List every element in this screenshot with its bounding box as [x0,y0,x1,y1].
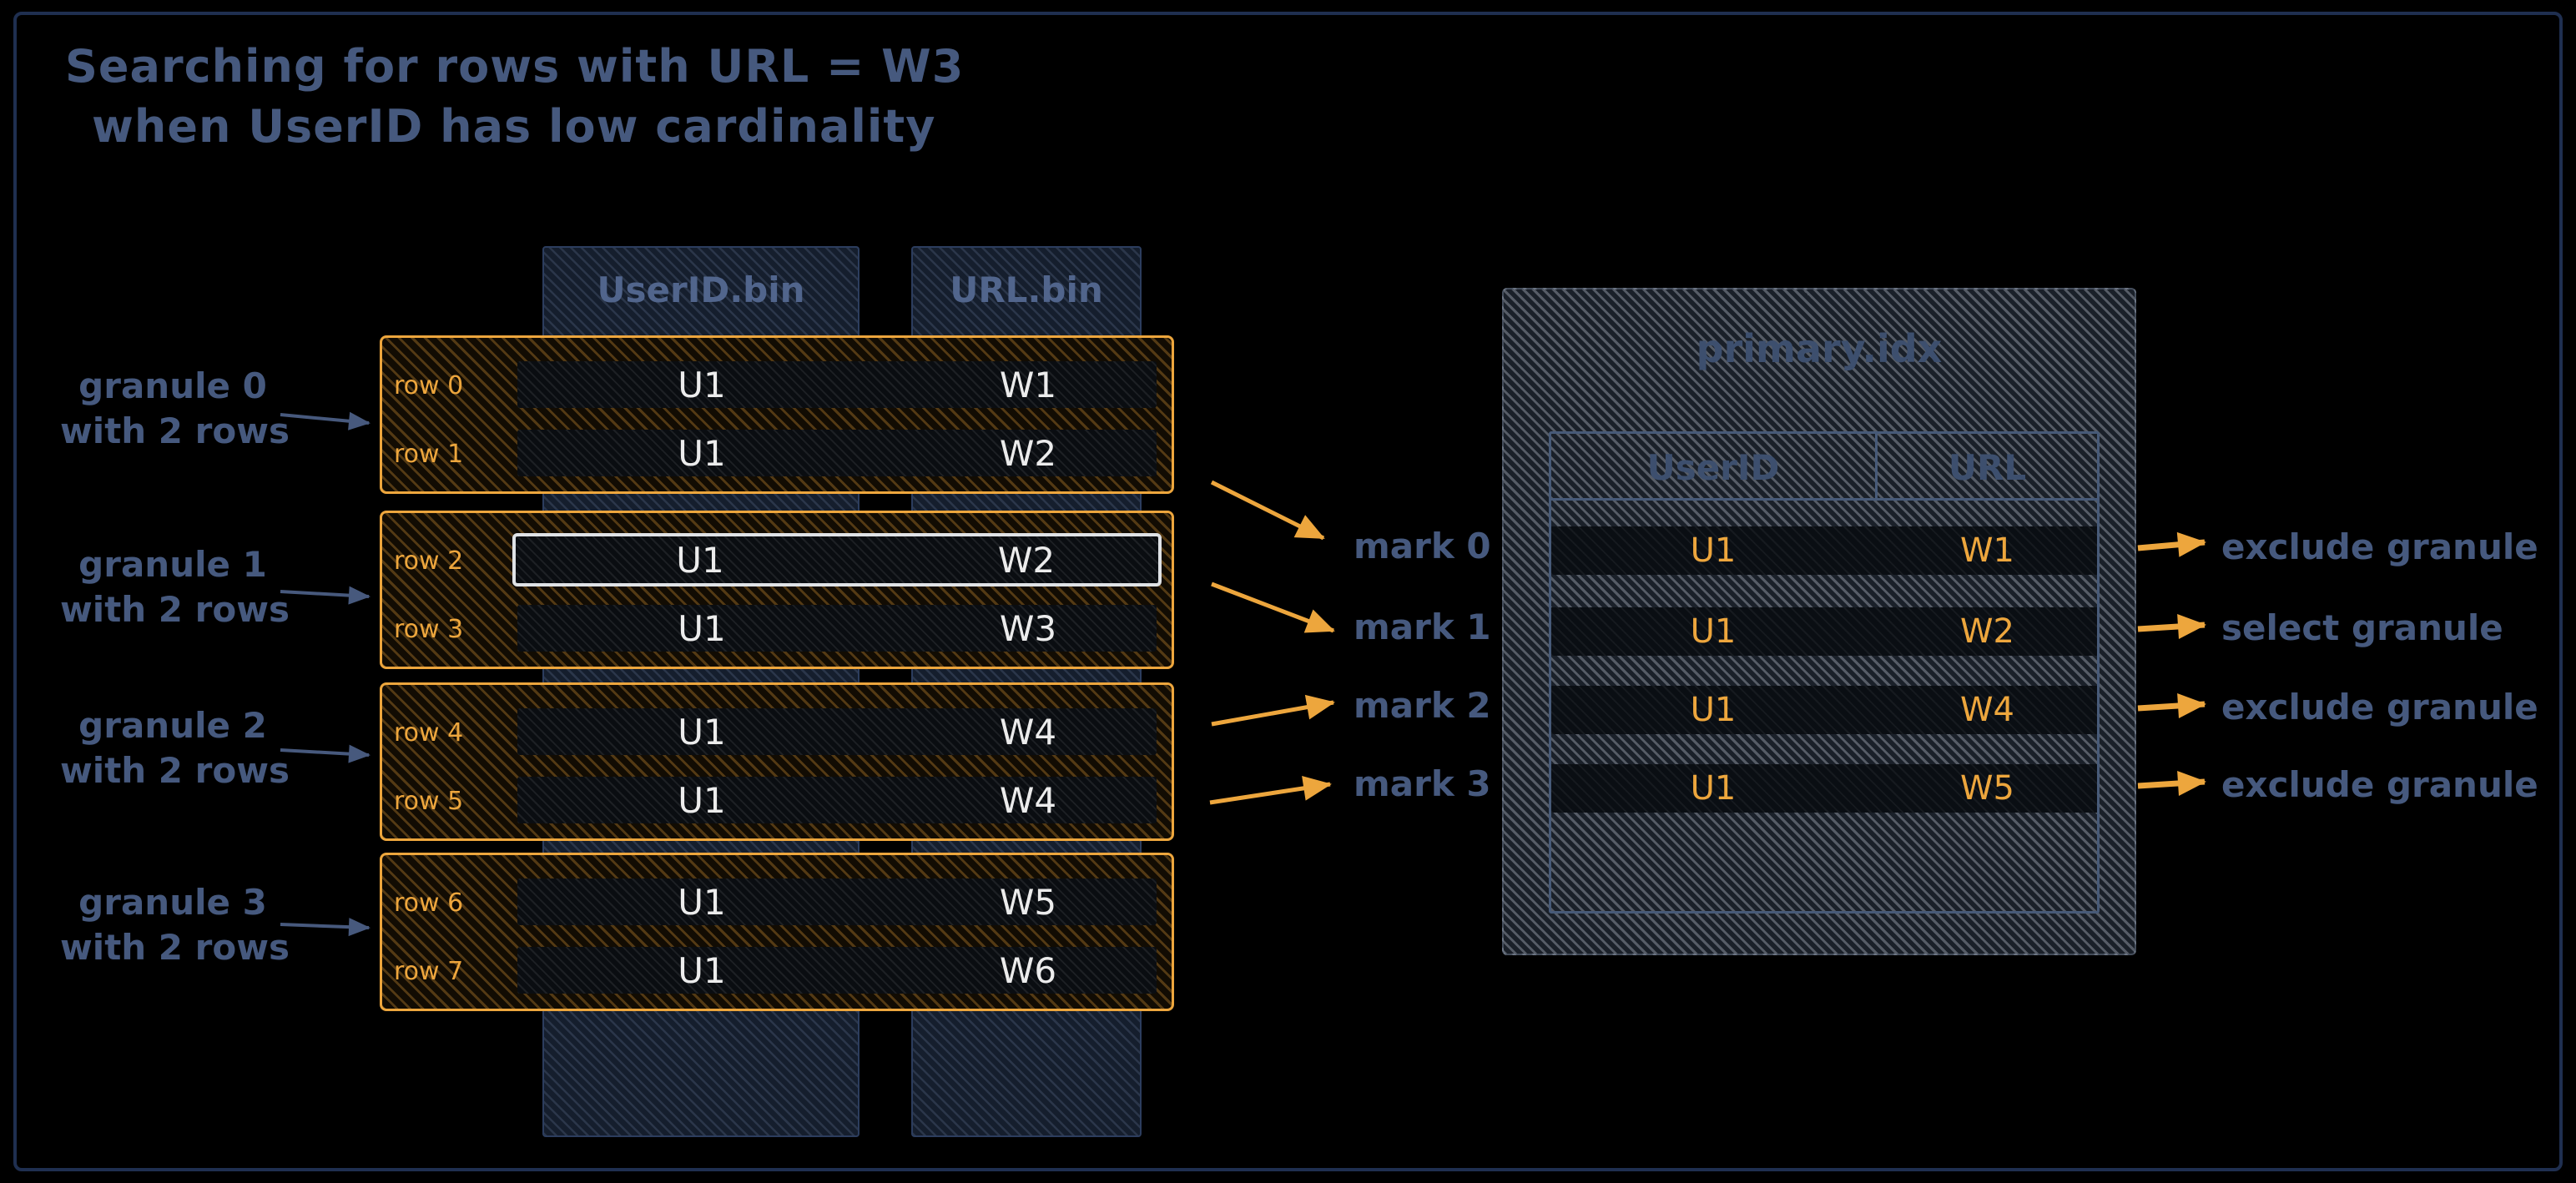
userid-cell: U1 [678,364,726,405]
url-cell: W4 [1960,691,2014,729]
granule-label-line1: granule 3 [78,882,267,923]
decision-1-label: select granule [2221,607,2503,648]
granule-label-line1: granule 2 [78,705,267,746]
diagram-title-line2: when UserID has low cardinality [92,100,936,153]
table-row: U1 W2 [517,430,1157,476]
url-cell: W4 [999,779,1057,821]
granule-2-box: row 4 row 5 U1 W4 U1 W4 [380,682,1174,841]
granule-1-box: row 2 row 3 U1 W2 U1 W3 [380,511,1174,669]
granule-1-side-label: granule 1 with 2 rows [60,542,290,632]
url-bin-column-header: URL.bin [950,269,1103,310]
userid-bin-column-header: UserID.bin [597,269,805,310]
url-cell: W4 [999,711,1057,753]
row-index-label: row 3 [394,615,464,644]
row-index-label: row 4 [394,718,464,748]
granule-2-side-label: granule 2 with 2 rows [60,703,290,793]
url-cell: W2 [999,432,1057,474]
userid-column-header: UserID [1646,446,1780,488]
userid-cell: U1 [678,432,726,474]
url-cell: W1 [999,364,1057,405]
userid-cell: U1 [1690,531,1737,570]
table-row-highlighted: U1 W2 [512,533,1162,586]
table-row: U1 W4 [517,708,1157,755]
row-index-label: row 1 [394,440,464,469]
userid-cell: U1 [1690,612,1737,651]
diagram-title-line1: Searching for rows with URL = W3 [65,40,965,93]
mark-3-label: mark 3 [1354,763,1491,804]
userid-cell: U1 [676,539,724,581]
userid-cell: U1 [678,779,726,821]
decision-0-label: exclude granule [2221,526,2538,567]
primary-index-header-row: UserID URL [1551,434,2097,501]
granule-label-line2: with 2 rows [60,410,290,451]
url-cell: W6 [999,949,1057,991]
primary-index-box: primary.idx UserID URL U1 W1 U1 W2 U1 W4… [1502,288,2136,955]
table-row: U1 W3 [517,605,1157,652]
index-entry-row: U1 W4 [1551,686,2097,734]
column-divider [1875,434,1878,501]
mark-2-label: mark 2 [1354,685,1491,726]
primary-index-table: UserID URL U1 W1 U1 W2 U1 W4 U1 W5 [1549,431,2100,914]
userid-cell: U1 [1690,691,1737,729]
table-row: U1 W1 [517,361,1157,408]
userid-cell: U1 [678,881,726,923]
url-cell: W3 [999,607,1057,649]
url-cell: W5 [999,881,1057,923]
url-cell: W1 [1960,531,2014,570]
row-index-label: row 5 [394,787,464,816]
granule-3-box: row 6 row 7 U1 W5 U1 W6 [380,853,1174,1011]
userid-cell: U1 [678,711,726,753]
granule-0-side-label: granule 0 with 2 rows [60,364,290,454]
row-index-label: row 7 [394,957,464,986]
userid-cell: U1 [1690,769,1737,808]
primary-index-title: primary.idx [1696,326,1943,371]
index-entry-row: U1 W5 [1551,764,2097,813]
table-row: U1 W6 [517,947,1157,994]
row-index-label: row 2 [394,546,464,576]
granule-label-line2: with 2 rows [60,589,290,630]
row-index-label: row 0 [394,371,464,400]
granule-label-line2: with 2 rows [60,927,290,968]
userid-cell: U1 [678,607,726,649]
url-column-header: URL [1948,446,2027,488]
diagram-frame-border [13,12,2563,1171]
index-entry-row: U1 W1 [1551,526,2097,575]
url-cell: W5 [1960,769,2014,808]
decision-2-label: exclude granule [2221,687,2538,727]
table-row: U1 W4 [517,777,1157,823]
granule-0-box: row 0 row 1 U1 W1 U1 W2 [380,335,1174,494]
granule-label-line1: granule 0 [78,365,267,406]
granule-label-line2: with 2 rows [60,750,290,791]
table-row: U1 W5 [517,878,1157,925]
mark-0-label: mark 0 [1354,526,1491,566]
userid-cell: U1 [678,949,726,991]
index-entry-row: U1 W2 [1551,607,2097,656]
granule-label-line1: granule 1 [78,544,267,585]
url-cell: W2 [997,539,1056,581]
row-index-label: row 6 [394,889,464,918]
mark-1-label: mark 1 [1354,607,1491,647]
url-cell: W2 [1960,612,2014,651]
granule-3-side-label: granule 3 with 2 rows [60,880,290,970]
decision-3-label: exclude granule [2221,764,2538,805]
